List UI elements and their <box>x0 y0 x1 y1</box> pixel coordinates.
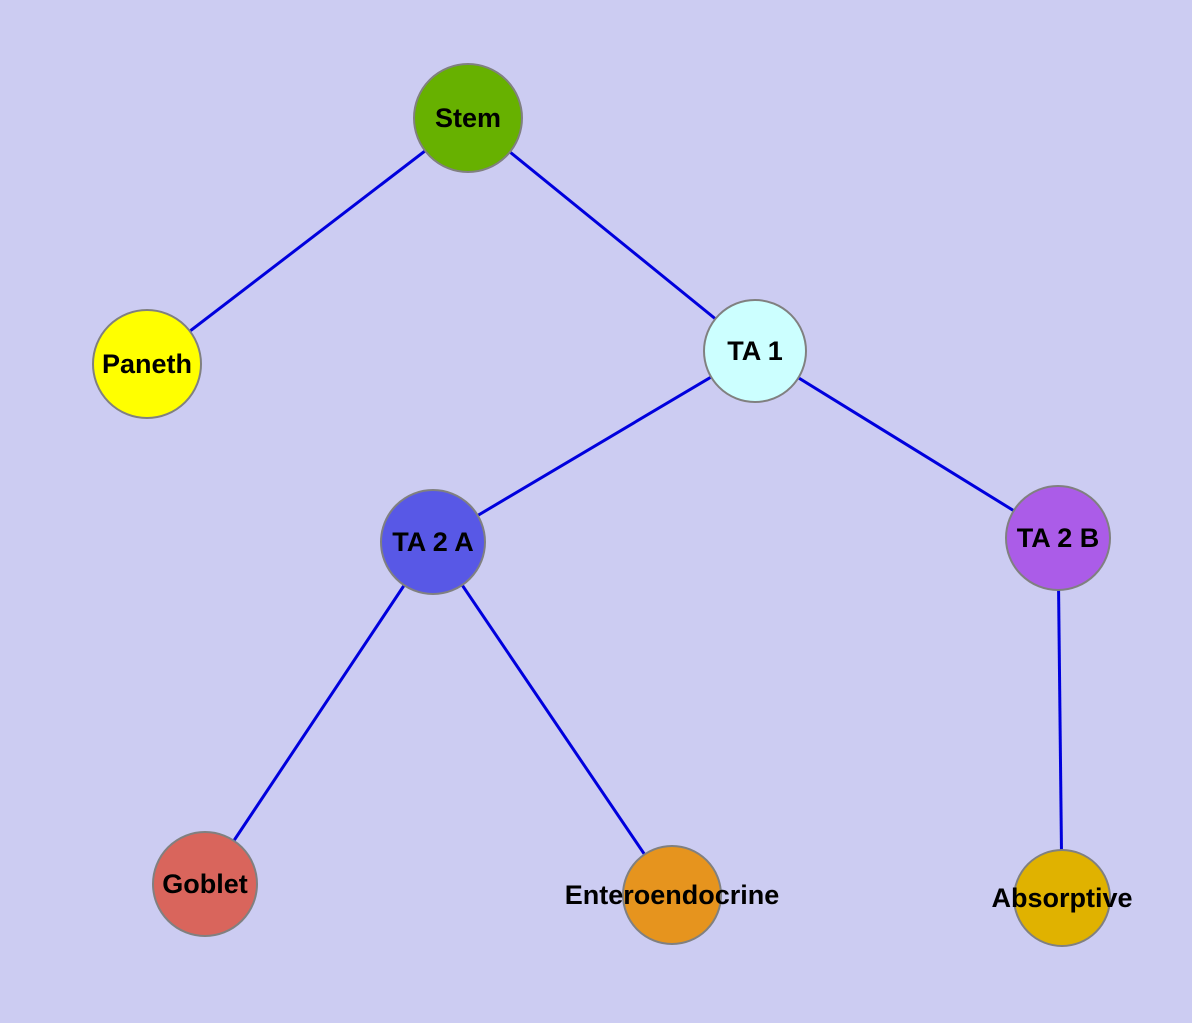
node-ta2a: TA 2 A <box>380 489 486 595</box>
node-label-stem: Stem <box>434 102 502 133</box>
edge-ta2b-absorptive <box>1056 537 1064 899</box>
node-ta1: TA 1 <box>703 299 807 403</box>
edge-ta1-ta2b <box>754 349 1059 540</box>
edge-stem-paneth <box>146 116 469 366</box>
node-label-ta2a: TA 2 A <box>392 526 474 557</box>
edge-stem-ta1 <box>467 116 756 353</box>
node-ta2b: TA 2 B <box>1005 485 1111 591</box>
node-label-paneth: Paneth <box>101 348 193 379</box>
node-paneth: Paneth <box>92 309 202 419</box>
node-enteroendocrine: Enteroendocrine <box>565 845 779 945</box>
node-absorptive: Absorptive <box>991 849 1133 947</box>
node-label-goblet: Goblet <box>162 868 248 899</box>
edge-ta1-ta2a <box>432 349 756 544</box>
node-goblet: Goblet <box>152 831 258 937</box>
node-label-ta1: TA 1 <box>727 335 783 366</box>
node-stem: Stem <box>413 63 523 173</box>
node-label-ta2b: TA 2 B <box>1016 522 1100 553</box>
node-label-absorptive: Absorptive <box>991 882 1133 913</box>
edge-ta2a-goblet <box>203 541 435 885</box>
edge-ta2a-enteroendocrine <box>431 541 674 896</box>
node-label-enteroendocrine: Enteroendocrine <box>564 879 780 910</box>
